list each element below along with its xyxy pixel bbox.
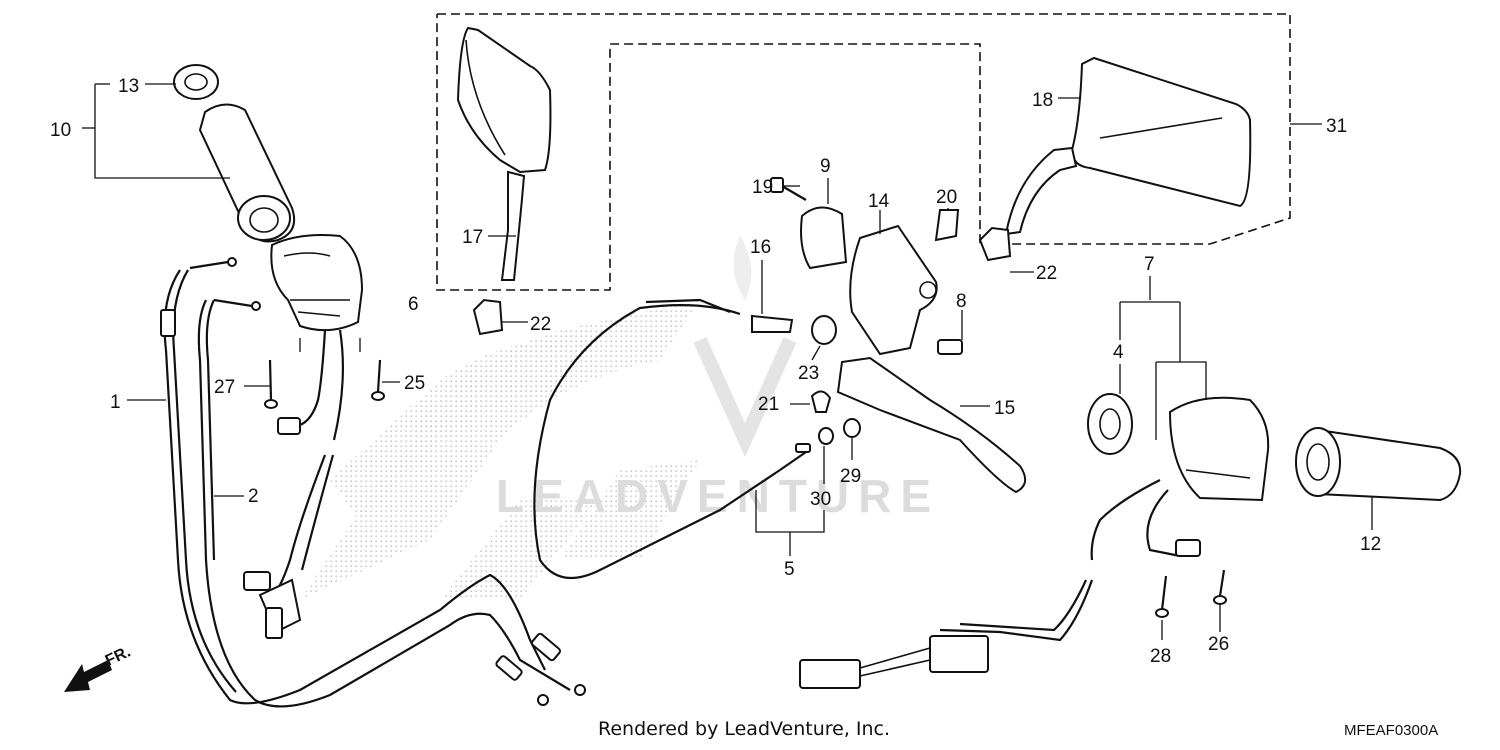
honda-wing-watermark [300,300,700,600]
screw-25 [371,359,385,401]
callout-18: 18 [1032,90,1053,111]
bolt-20 [934,209,960,242]
callout-22-right: 22 [1036,263,1057,284]
callout-12: 12 [1360,534,1381,555]
left-switch-housing [270,234,364,441]
nut-29 [843,418,861,438]
callout-6: 6 [408,294,419,315]
washer-30 [818,427,834,445]
throttle-cable-1 [160,257,546,705]
leader-lines [82,83,1373,640]
callout-8: 8 [956,291,967,312]
screw-28 [1155,575,1169,618]
callout-10: 10 [50,120,71,141]
callout-7: 7 [1144,254,1155,275]
right-grip [1295,427,1462,502]
callout-17: 17 [462,227,483,248]
callout-25: 25 [404,373,425,394]
callout-22-left: 22 [530,314,551,335]
screw-26 [1213,569,1227,605]
callout-9: 9 [820,156,831,177]
left-wiring-harness [243,454,335,639]
callout-19: 19 [752,177,773,198]
nut-23 [811,315,837,345]
callout-1: 1 [110,392,121,413]
callout-26: 26 [1208,634,1229,655]
right-mirror [1004,56,1252,236]
clutch-lever [836,356,1027,494]
lever-holder [800,206,848,270]
callout-31: 31 [1326,116,1347,137]
throttle-grip [198,103,296,243]
front-direction-arrow: FR. [64,643,133,692]
mirror-nut-right [978,226,1012,262]
clutch-bracket [849,224,938,356]
grip-end-cap [173,64,219,100]
callout-13: 13 [118,76,139,97]
leadventure-logo-watermark: LEADVENTURE [496,235,940,522]
cable-adjuster-16 [751,314,794,333]
callout-23: 23 [798,363,819,384]
mirror-nut-left [472,298,504,336]
left-mirror [456,26,552,281]
mirror-group-box [436,13,1291,291]
diagram-code: MFEAF0300A [1344,722,1439,739]
switch-8 [937,339,963,355]
callout-28: 28 [1150,646,1171,667]
callout-29: 29 [840,466,861,487]
pivot-bolt-21 [810,390,832,413]
callout-15: 15 [994,398,1015,419]
callout-21: 21 [758,394,779,415]
watermark-text: LEADVENTURE [496,470,940,522]
screw-27 [264,359,278,409]
callout-20: 20 [936,187,957,208]
right-wiring-harness [799,579,1094,689]
callout-2: 2 [248,486,259,507]
grommet-4 [1087,393,1133,455]
callout-numbers: 13 10 1 2 27 25 6 17 22 18 31 19 9 14 20… [50,76,1381,667]
footer-credit: Rendered by LeadVenture, Inc. [598,718,891,740]
bolt-19 [770,177,807,201]
right-switch-housing [1090,396,1270,561]
callout-16: 16 [750,237,771,258]
direction-label: FR. [103,643,134,669]
throttle-cable-2 [197,298,586,708]
callout-14: 14 [868,191,890,212]
callout-27: 27 [214,377,235,398]
clutch-cable [533,298,811,580]
callout-30: 30 [810,489,831,510]
callout-5: 5 [784,559,795,580]
callout-4: 4 [1113,342,1124,363]
